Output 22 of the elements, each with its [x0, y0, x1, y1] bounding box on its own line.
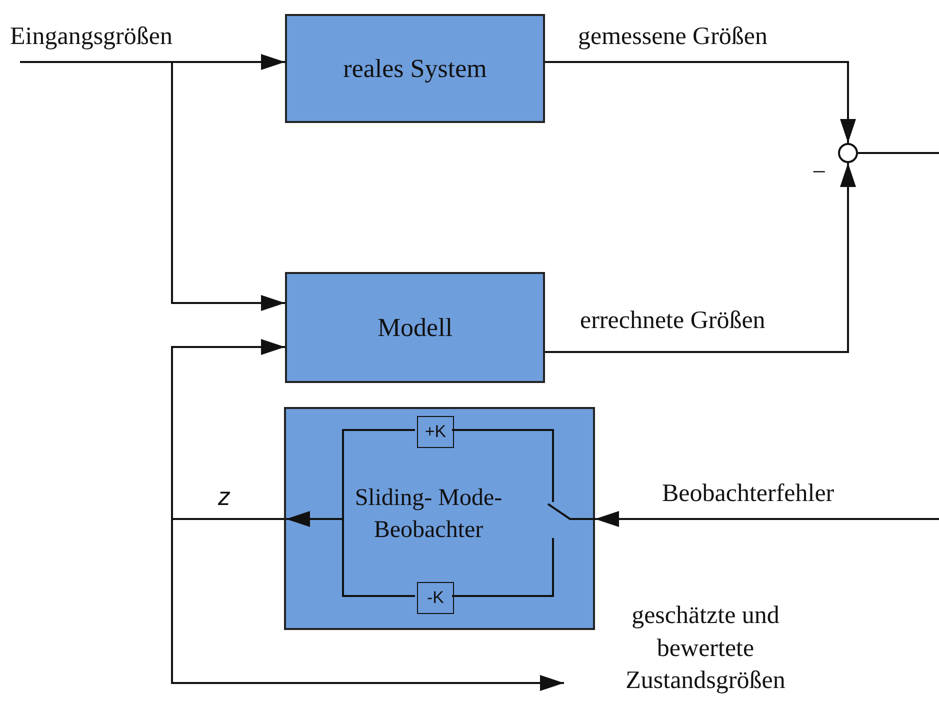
- connector-line: [342, 429, 415, 597]
- block-label: Sliding- Mode- Beobachter: [354, 484, 504, 544]
- block-box: [285, 14, 545, 123]
- block-label: reales System: [343, 52, 487, 84]
- gain-block: [417, 582, 454, 614]
- arrow: [171, 339, 285, 520]
- gain-label: +K: [424, 422, 446, 442]
- arrow: [171, 62, 285, 311]
- summing-junction: [838, 143, 858, 163]
- block-box: [284, 407, 595, 630]
- arrow: [171, 518, 564, 691]
- gain-block: [417, 416, 454, 448]
- arrow: [545, 163, 856, 353]
- connector-line: [858, 152, 939, 154]
- edge-label: geschätzte und bewertete Zustandsgrößen: [624, 601, 786, 696]
- minus-sign: −: [812, 158, 826, 188]
- arrow: [545, 61, 856, 143]
- gain-label: -K: [427, 588, 444, 608]
- arrow: [595, 511, 939, 527]
- arrow: [20, 54, 285, 70]
- block-box: [285, 272, 545, 383]
- block-label: Modell: [377, 312, 453, 344]
